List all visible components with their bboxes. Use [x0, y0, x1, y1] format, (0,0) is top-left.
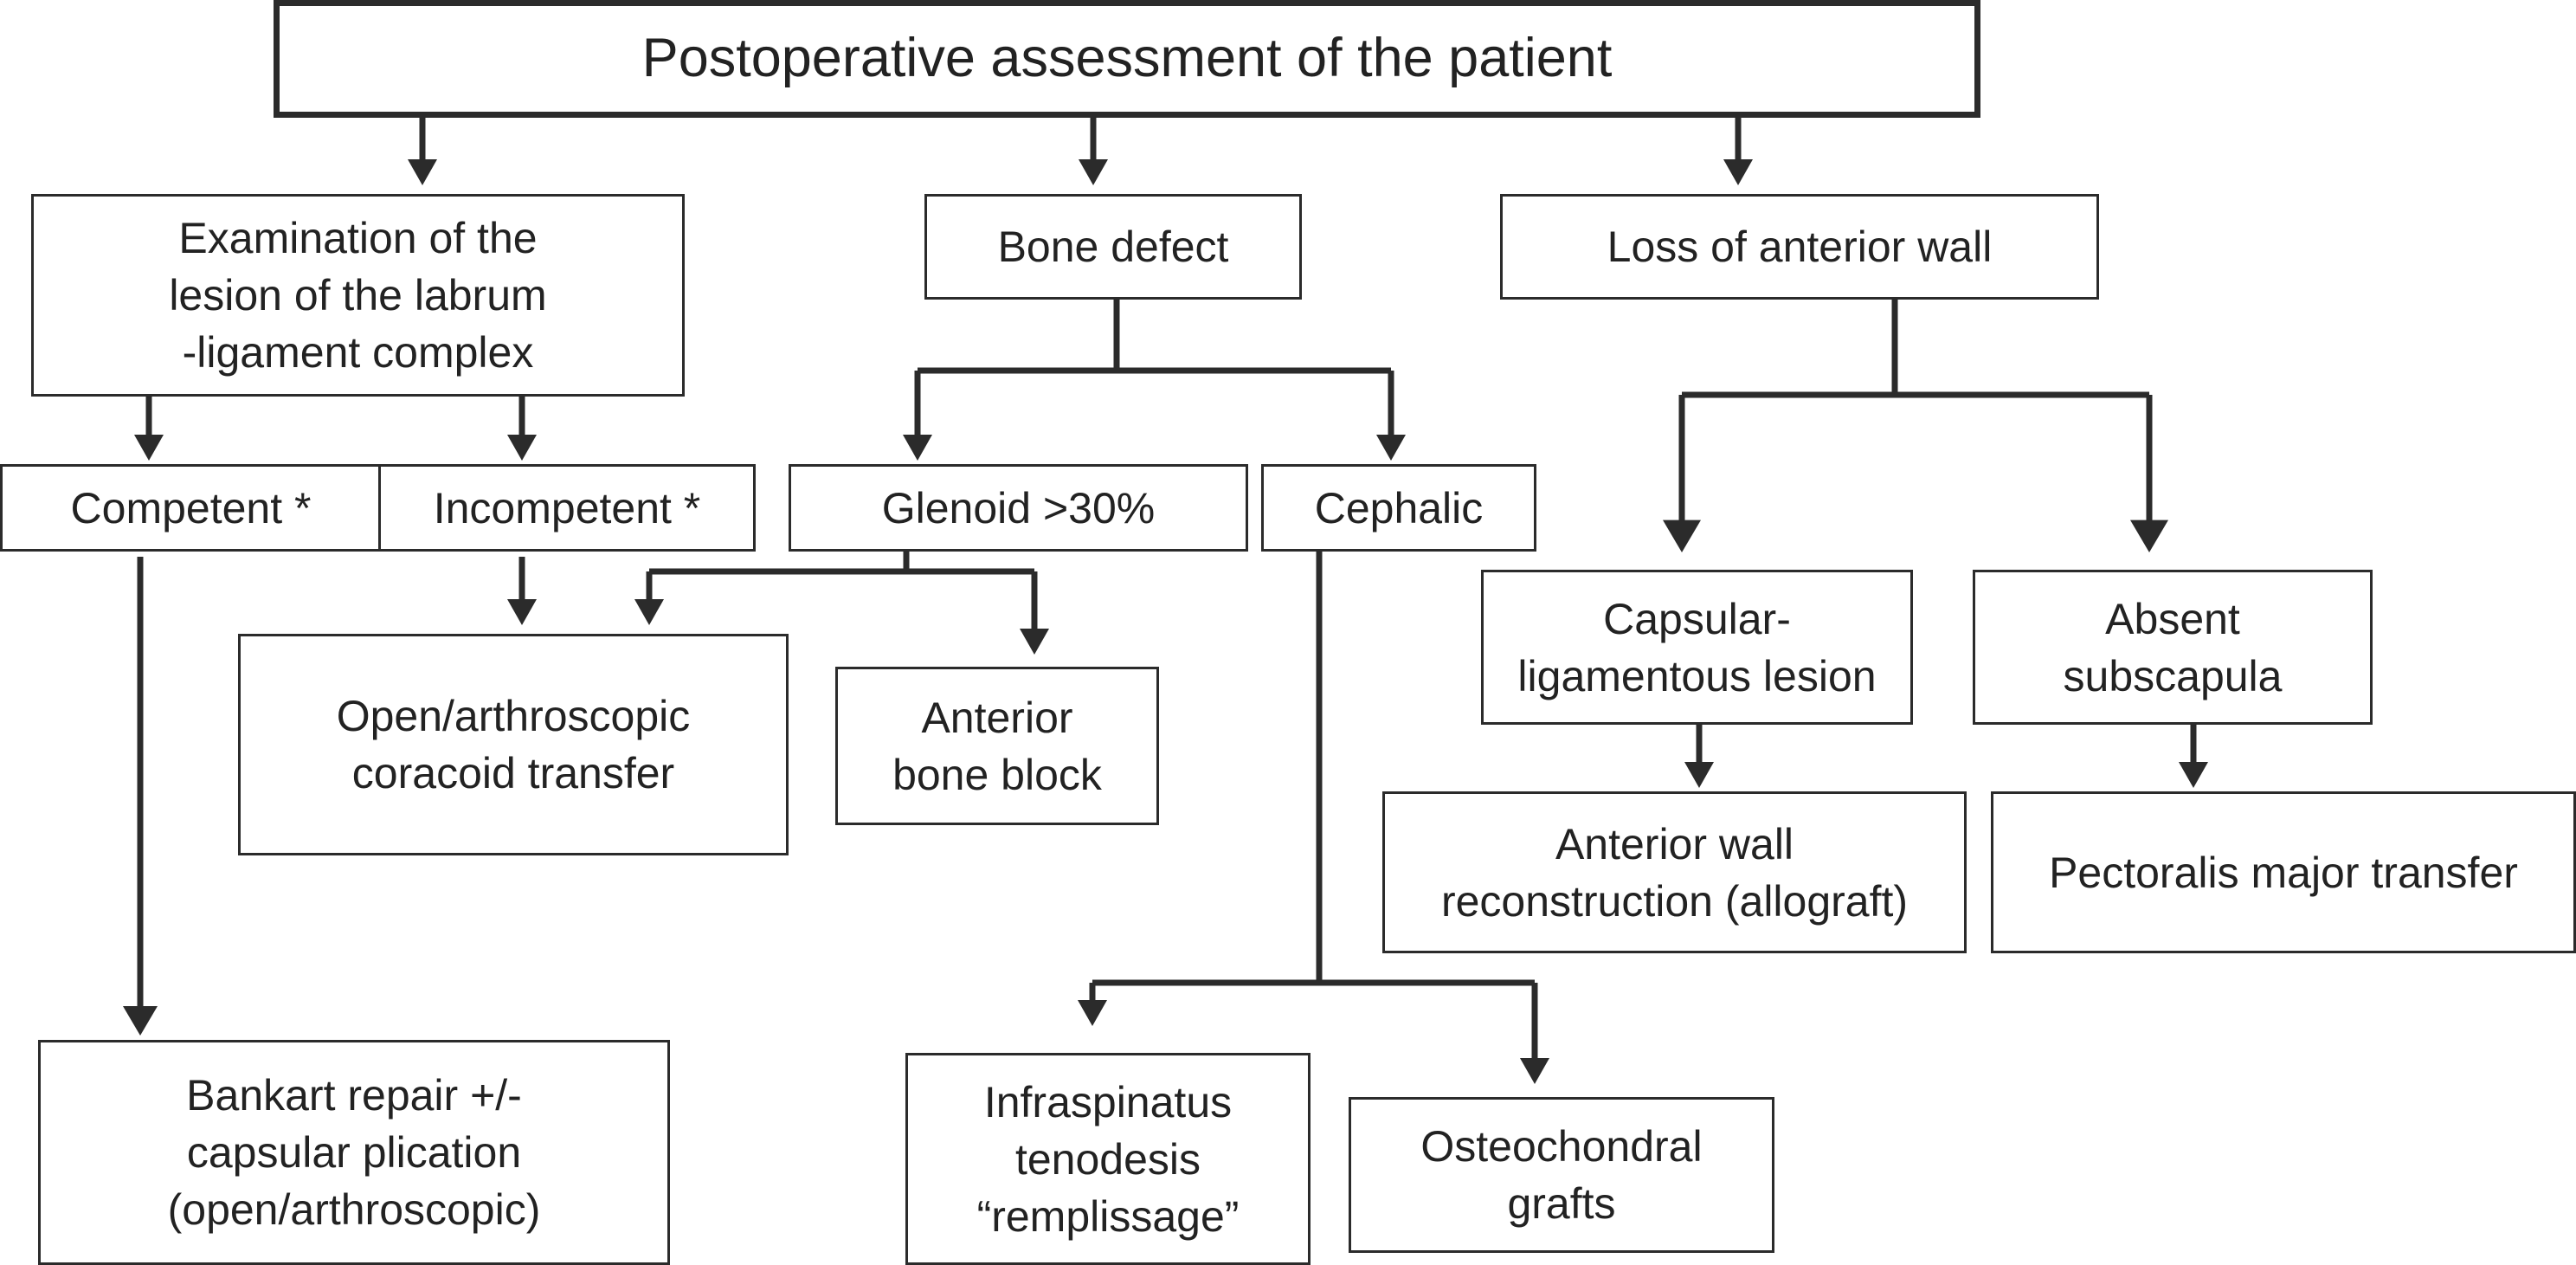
arrow-competent-to-bankart-head [123, 1006, 158, 1036]
arrow-exam-to-competent-head [134, 435, 164, 461]
arrow-anterior-wall-to-absent-subscapula-head [2130, 520, 2168, 552]
cephalic-node: Cephalic [1261, 464, 1536, 552]
absent-subscapula-node: Absent subscapula [1973, 570, 2373, 725]
infraspinatus-node: Infraspinatus tenodesis “remplissage” [905, 1053, 1311, 1265]
arrow-cephalic-to-osteochondral-head [1520, 1058, 1549, 1084]
arrow-incompetent-to-coracoid-head [507, 599, 537, 625]
arrow-bone-defect-to-cephalic-head [1376, 435, 1406, 461]
arrow-root-to-exam-head [408, 159, 437, 185]
coracoid-node: Open/arthroscopic coracoid transfer [238, 634, 789, 855]
capsular-node: Capsular- ligamentous lesion [1481, 570, 1913, 725]
bone-block-node: Anterior bone block [835, 667, 1159, 825]
anterior-wall-loss-node: Loss of anterior wall [1500, 194, 2099, 300]
wall-reconstruction-node: Anterior wall reconstruction (allograft) [1382, 791, 1967, 953]
arrow-glenoid-to-coracoid-head [634, 599, 664, 625]
arrow-cephalic-to-infraspinatus-head [1078, 1000, 1107, 1026]
arrow-exam-to-incompetent-head [507, 435, 537, 461]
competent-node: Competent * [0, 464, 382, 552]
bone-defect-node: Bone defect [924, 194, 1302, 300]
root-node: Postoperative assessment of the patient [274, 0, 1980, 118]
incompetent-node: Incompetent * [378, 464, 756, 552]
arrow-glenoid-to-bone-block-head [1020, 629, 1049, 655]
arrow-root-to-bone-defect-head [1079, 159, 1108, 185]
pectoralis-node: Pectoralis major transfer [1991, 791, 2576, 953]
arrow-capsular-to-reconstruction-head [1684, 762, 1714, 788]
arrow-absent-subscapula-to-pectoralis-head [2179, 762, 2208, 788]
exam-node: Examination of the lesion of the labrum … [31, 194, 685, 397]
glenoid-node: Glenoid >30% [789, 464, 1248, 552]
arrow-bone-defect-to-glenoid-head [903, 435, 932, 461]
arrow-anterior-wall-to-capsular-head [1663, 520, 1701, 552]
bankart-node: Bankart repair +/- capsular plication (o… [38, 1040, 670, 1265]
osteochondral-node: Osteochondral grafts [1349, 1097, 1774, 1253]
arrow-root-to-anterior-wall-head [1723, 159, 1753, 185]
